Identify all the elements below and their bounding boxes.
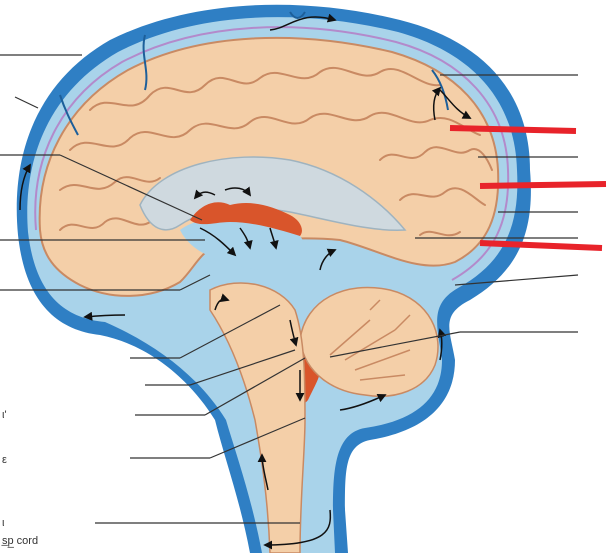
choroid-plexus-lateral — [190, 202, 302, 236]
highlight-bar-2 — [479, 181, 607, 189]
csf-flow-arrows — [19, 13, 472, 550]
leader-lines-left — [0, 54, 306, 524]
arachnoid-line — [34, 26, 510, 281]
label-fragment-1: ι' — [2, 409, 7, 421]
highlight-bar-1 — [449, 125, 577, 134]
label-highlight-bars — [449, 125, 607, 251]
brainstem — [209, 282, 306, 553]
label-fragment-4: s̲p̲ cord — [2, 535, 39, 547]
cerebellum — [299, 286, 439, 397]
label-fragment-3: ι — [2, 517, 5, 529]
label-fragment-2: ε — [2, 454, 7, 466]
meningeal-veins — [59, 11, 449, 136]
third-ventricle — [180, 215, 307, 271]
highlight-bar-3 — [479, 240, 603, 251]
arbor-vitae — [329, 299, 411, 381]
spinal-canal — [315, 420, 330, 553]
leader-lines-right — [329, 74, 579, 358]
gyri-pattern — [59, 66, 493, 237]
